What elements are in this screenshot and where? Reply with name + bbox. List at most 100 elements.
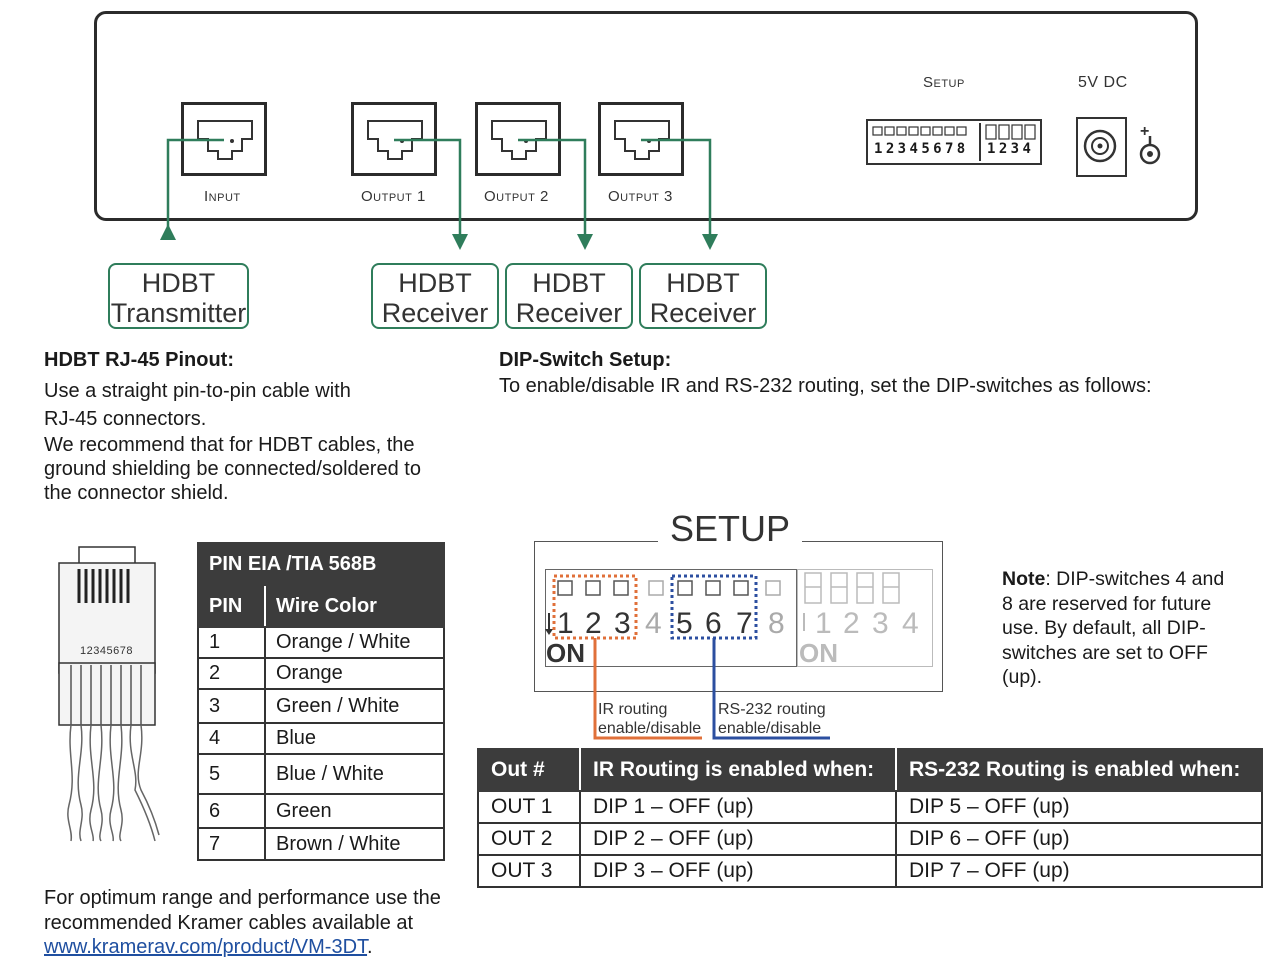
setup-label: Setup — [923, 74, 965, 91]
color-cell: Orange / White — [264, 626, 445, 659]
dip-num-b4: 4 — [902, 607, 919, 640]
port-label-output-2: Output 2 — [484, 188, 549, 205]
dip-num-2: 2 — [585, 607, 602, 640]
pin-cell: 3 — [197, 688, 266, 724]
power-label: 5V DC — [1078, 74, 1128, 91]
pinout-heading: HDBT RJ-45 Pinout: — [44, 349, 234, 371]
arrow-down-icon — [577, 234, 593, 250]
routing-table: Out # IR Routing is enabled when: RS-232… — [477, 748, 1263, 888]
dip-num-4: 4 — [645, 607, 662, 640]
pin-cell: 2 — [197, 657, 266, 690]
port-label-input: Input — [204, 188, 241, 205]
color-cell: Blue / White — [264, 753, 445, 795]
hdbt-receiver-box-1: HDBT Receiver — [371, 263, 499, 329]
pin-cell: 7 — [197, 827, 266, 861]
box-line-2: Transmitter — [110, 298, 247, 328]
rs232-cell: DIP 7 – OFF (up) — [895, 854, 1263, 888]
table-row: OUT 3 DIP 3 – OFF (up) DIP 7 – OFF (up) — [477, 854, 1263, 888]
footer-link-line: www.kramerav.com/product/VM-3DT. — [44, 935, 441, 960]
svg-text:+: + — [1140, 124, 1149, 140]
dip-text: To enable/disable IR and RS-232 routing,… — [499, 375, 1152, 397]
out-cell: OUT 1 — [477, 790, 581, 824]
hdbt-receiver-box-3: HDBT Receiver — [639, 263, 767, 329]
device-rear-panel — [94, 11, 1198, 221]
polarity-icon: + — [1139, 124, 1161, 165]
setup-diagram-title: SETUP — [658, 508, 803, 550]
pinout-text-line: the connector shield. — [44, 482, 229, 504]
pin-cell: 4 — [197, 722, 266, 755]
pinout-text-line: ground shielding be connected/soldered t… — [44, 458, 421, 480]
note-bold: Note — [1002, 568, 1046, 590]
note-line: use. By default, all DIP- — [1002, 617, 1206, 639]
col-rs232: RS-232 Routing is enabled when: — [895, 748, 1263, 792]
ir-routing-label: IR routing enable/disable — [598, 700, 701, 738]
panel-dip-numbers-b: 1234 — [987, 141, 1035, 157]
dip-num-5: 5 — [676, 607, 693, 640]
ir-label-line: enable/disable — [598, 720, 702, 737]
ir-label-line: IR routing — [598, 701, 668, 718]
note-line: (up). — [1002, 666, 1043, 688]
ir-cell: DIP 3 – OFF (up) — [579, 854, 897, 888]
table-header-row: PIN Wire Color — [197, 584, 445, 628]
pinout-text: Use a straight pin-to-pin cable with RJ-… — [44, 377, 464, 505]
col-wire-color: Wire Color — [264, 584, 445, 628]
col-ir: IR Routing is enabled when: — [579, 748, 897, 792]
rs-label-line: enable/disable — [718, 720, 822, 737]
port-label-output-3: Output 3 — [608, 188, 673, 205]
pinout-text-line: We recommend that for HDBT cables, the — [44, 434, 415, 456]
dip-on-label: ON — [546, 638, 585, 668]
footer-line: recommended Kramer cables available at — [44, 911, 414, 934]
dip-num-7: 7 — [736, 607, 753, 640]
footer-text: For optimum range and performance use th… — [44, 886, 441, 960]
dip-num-b2: 2 — [843, 607, 860, 640]
power-jack — [1076, 117, 1127, 177]
dip-num-6: 6 — [705, 607, 722, 640]
footer-line: For optimum range and performance use th… — [44, 887, 441, 909]
box-line-2: Receiver — [649, 298, 757, 328]
col-pin: PIN — [197, 584, 266, 628]
rs232-cell: DIP 5 – OFF (up) — [895, 790, 1263, 824]
color-cell: Blue — [264, 722, 445, 755]
dip-num-8: 8 — [768, 607, 785, 640]
pin-cell: 5 — [197, 753, 266, 795]
note-line: Note: DIP-switches 4 and — [1002, 567, 1267, 592]
dc-jack-icon — [1083, 129, 1117, 163]
dip-num-b1: 1 — [815, 607, 832, 640]
color-cell: Green — [264, 793, 445, 829]
dip-on-label-secondary: ON — [799, 638, 838, 668]
dip-block-main — [545, 569, 797, 667]
pinout-text-line: RJ-45 connectors. — [44, 408, 207, 430]
pinout-text-line: Use a straight pin-to-pin cable with — [44, 380, 351, 402]
connection-lines — [160, 138, 718, 250]
box-line-1: HDBT — [666, 268, 740, 298]
table-title-row: PIN EIA /TIA 568B — [197, 542, 445, 586]
panel-dip-numbers-a: 12345678 — [874, 141, 969, 157]
hdbt-receiver-box-2: HDBT Receiver — [505, 263, 633, 329]
color-cell: Orange — [264, 657, 445, 690]
arrow-down-icon — [702, 234, 718, 250]
product-link[interactable]: www.kramerav.com/product/VM-3DT — [44, 936, 368, 958]
port-label-output-1: Output 1 — [361, 188, 426, 205]
hdbt-transmitter-box: HDBT Transmitter — [108, 263, 249, 329]
note-text: : DIP-switches 4 and — [1045, 568, 1225, 590]
col-out: Out # — [477, 748, 581, 792]
routing-callouts — [552, 574, 830, 740]
box-line-1: HDBT — [398, 268, 472, 298]
rj45-connector-illustration — [58, 546, 160, 842]
dip-heading: DIP-Switch Setup: — [499, 349, 672, 371]
dip-num-b3: 3 — [872, 607, 889, 640]
rs232-routing-label: RS-232 routing enable/disable — [718, 700, 826, 738]
out-cell: OUT 2 — [477, 822, 581, 856]
dip-num-1: 1 — [557, 607, 574, 640]
note-line: 8 are reserved for future — [1002, 592, 1212, 615]
pin-cell: 6 — [197, 793, 266, 829]
box-line-2: Receiver — [515, 298, 623, 328]
box-line-2: Receiver — [381, 298, 489, 328]
dip-num-3: 3 — [614, 607, 631, 640]
footer-period: . — [367, 936, 373, 958]
